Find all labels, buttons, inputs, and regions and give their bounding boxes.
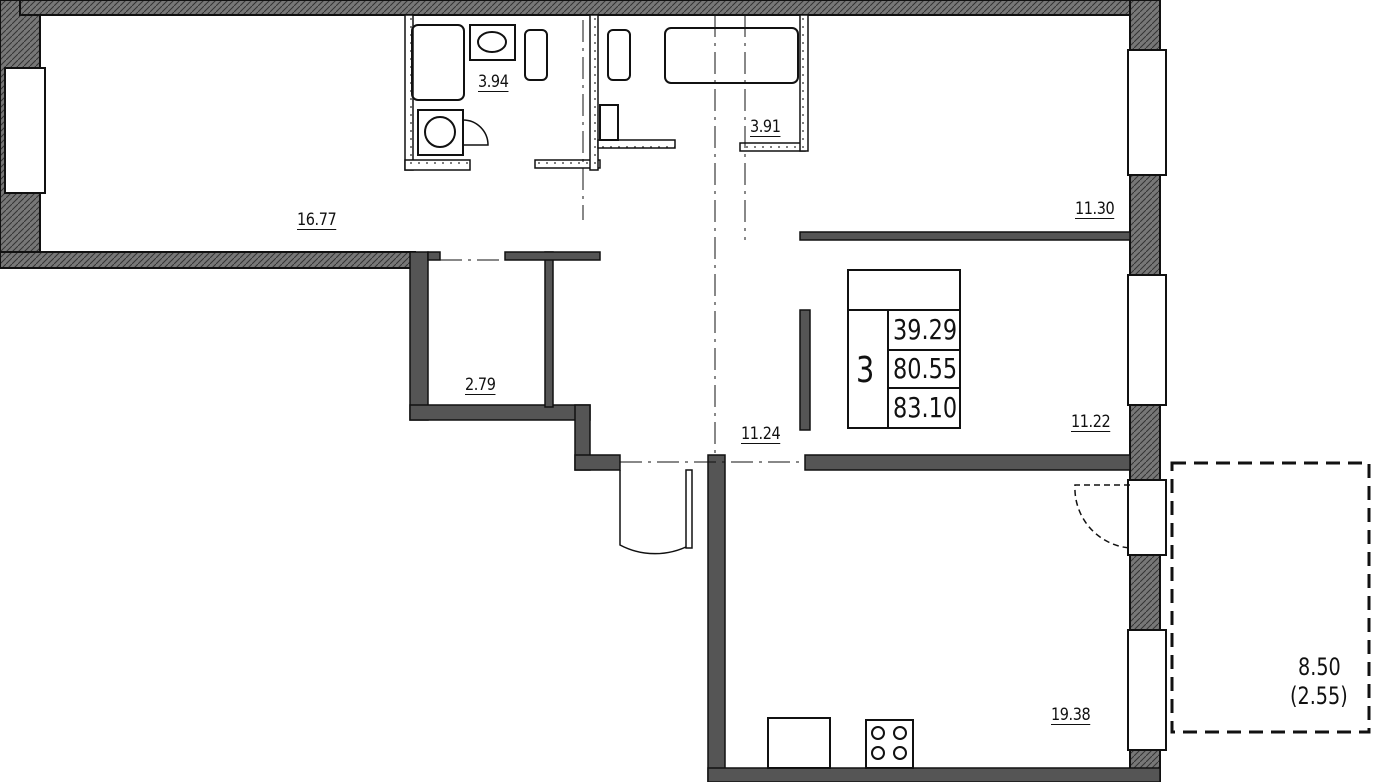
exterior-walls <box>0 0 1161 782</box>
total-area-with-balcony: 83.10 <box>893 391 958 424</box>
room-area-bath-1: 3.94 <box>478 72 509 92</box>
room-area-storage: 2.79 <box>465 375 496 395</box>
axis-lines <box>440 15 805 463</box>
room-area-kitchen: 19.38 <box>1051 705 1091 725</box>
room-area-bedroom-1: 11.30 <box>1075 199 1115 219</box>
room-area-living: 16.77 <box>297 210 337 230</box>
bathroom-walls <box>404 14 809 171</box>
room-area-hall: 11.24 <box>741 424 781 444</box>
living-area: 39.29 <box>893 313 958 346</box>
room-count: 3 <box>856 350 875 391</box>
balcony-area: 8.50 <box>1298 653 1341 681</box>
doors <box>462 119 1131 555</box>
room-area-bath-2: 3.91 <box>750 117 781 137</box>
windows <box>4 49 1167 751</box>
total-area: 80.55 <box>893 352 958 385</box>
fixtures <box>411 24 914 769</box>
interior-walls <box>409 231 1161 782</box>
room-area-bedroom-2: 11.22 <box>1071 412 1111 432</box>
balcony-outline <box>1170 461 1371 734</box>
balcony-reduced-area: (2.55) <box>1290 682 1348 710</box>
summary-table <box>847 269 961 429</box>
